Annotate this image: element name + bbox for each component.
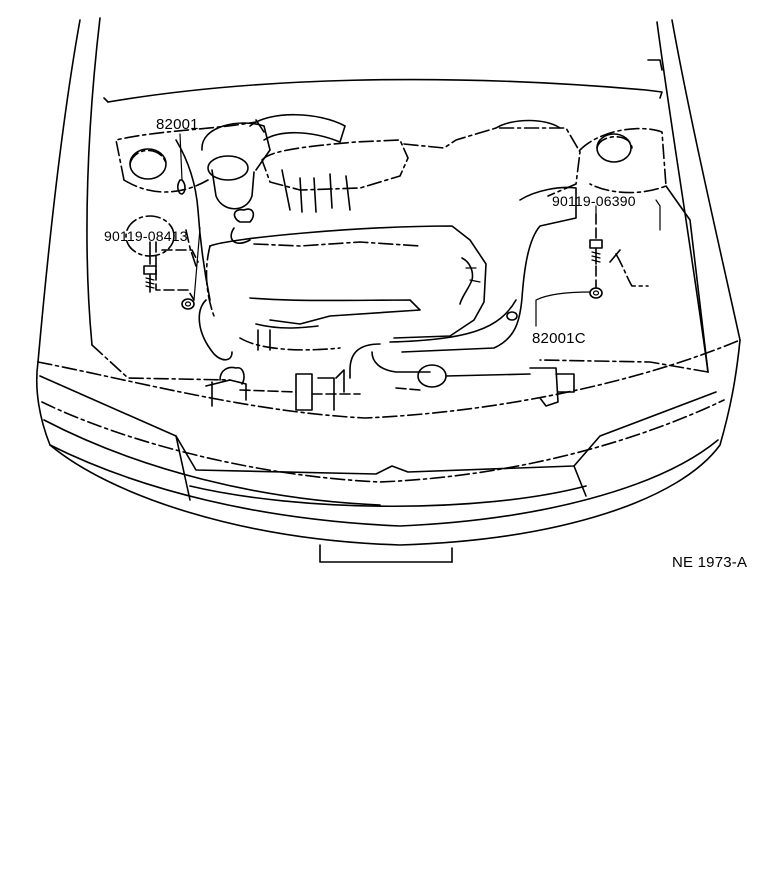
- part-label-82001: 82001: [156, 116, 199, 133]
- harness-82001-left: [155, 139, 211, 310]
- bolt-left-icon: [125, 215, 175, 293]
- part-label-90119-08413: 90119-08413: [104, 228, 188, 244]
- leader-lines: [179, 133, 661, 327]
- engine-bay-walls: [91, 121, 709, 381]
- engine-assembly: [185, 113, 649, 411]
- car-body-outline: [35, 17, 741, 563]
- part-label-90119-06390: 90119-06390: [552, 193, 636, 209]
- figure-code: NE 1973-A: [672, 554, 748, 571]
- bolt-right-icon: [589, 213, 603, 299]
- part-label-82001c: 82001C: [532, 330, 586, 347]
